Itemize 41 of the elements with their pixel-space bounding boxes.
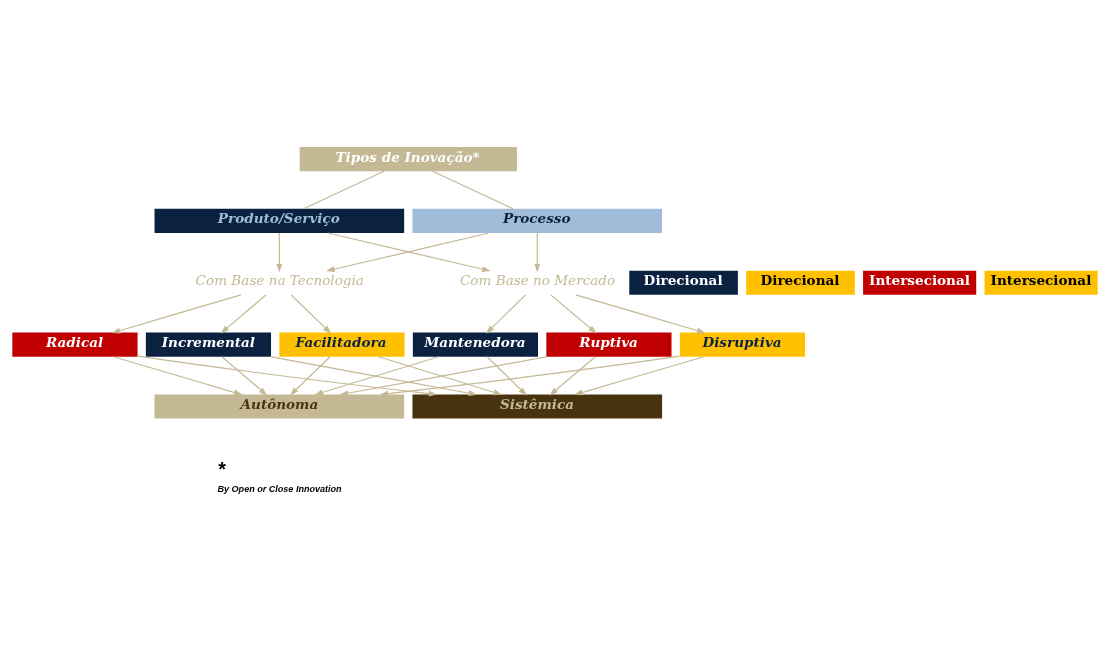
node-box: Facilitadora (279, 332, 405, 357)
node-box: Intersecional (863, 270, 977, 295)
arrow (574, 355, 705, 395)
arrow (137, 355, 438, 397)
label: By Open or Close Innovation (217, 483, 342, 494)
connector (431, 170, 514, 209)
node-box: Intersecional (984, 270, 1098, 295)
arrow (220, 293, 267, 334)
node-box: Processo (412, 208, 663, 233)
node-box: Direcional (746, 270, 855, 295)
node-text: Com Base na Tecnologia (195, 271, 364, 288)
node-box: Ruptiva (546, 332, 672, 357)
arrow (486, 355, 527, 395)
arrow (111, 293, 242, 333)
arrow (269, 355, 478, 396)
arrow (289, 355, 331, 395)
node-box: Direcional (629, 270, 738, 295)
arrow (290, 293, 332, 334)
node-text: Com Base no Mercado (459, 271, 616, 288)
arrow (549, 355, 597, 395)
arrow (534, 231, 541, 272)
arrow (379, 355, 681, 397)
arrow (314, 355, 440, 395)
node-box: Autônoma (154, 393, 405, 419)
arrow (550, 293, 597, 334)
arrow (378, 355, 503, 395)
arrow (276, 231, 283, 272)
node-box: Incremental (145, 332, 272, 357)
node-box: Tipos de Inovação* (299, 146, 517, 171)
arrow (221, 355, 268, 395)
label: * (217, 457, 226, 480)
node-box: Disruptiva (679, 332, 805, 357)
arrow (112, 355, 243, 395)
node-box: Radical (12, 332, 138, 357)
node-box: Mantenedora (412, 332, 539, 357)
arrow (485, 293, 527, 334)
node-box: Produto/Serviço (154, 208, 405, 233)
node-box: Sistêmica (412, 393, 663, 419)
connector (303, 170, 385, 209)
arrow (339, 355, 548, 396)
arrow (575, 293, 706, 333)
